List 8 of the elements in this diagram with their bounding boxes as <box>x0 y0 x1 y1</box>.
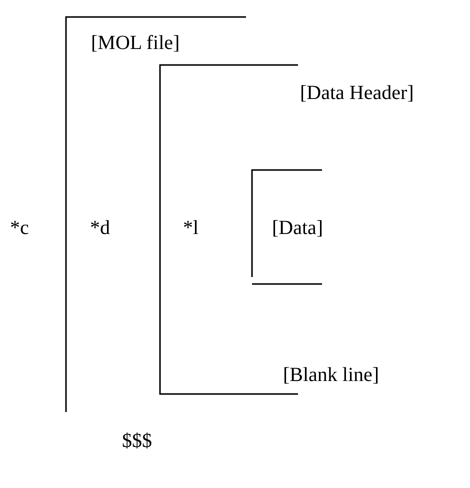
label-text: [Data] <box>272 218 324 238</box>
label-text: [Data Header] <box>300 83 414 103</box>
label-text: [MOL file] <box>91 33 180 53</box>
label-text: [Blank line] <box>283 365 380 385</box>
label-text: $$$ <box>122 431 152 451</box>
label-text: *d <box>90 218 110 238</box>
label-text: *c <box>10 218 29 238</box>
label-text: *l <box>183 218 199 238</box>
